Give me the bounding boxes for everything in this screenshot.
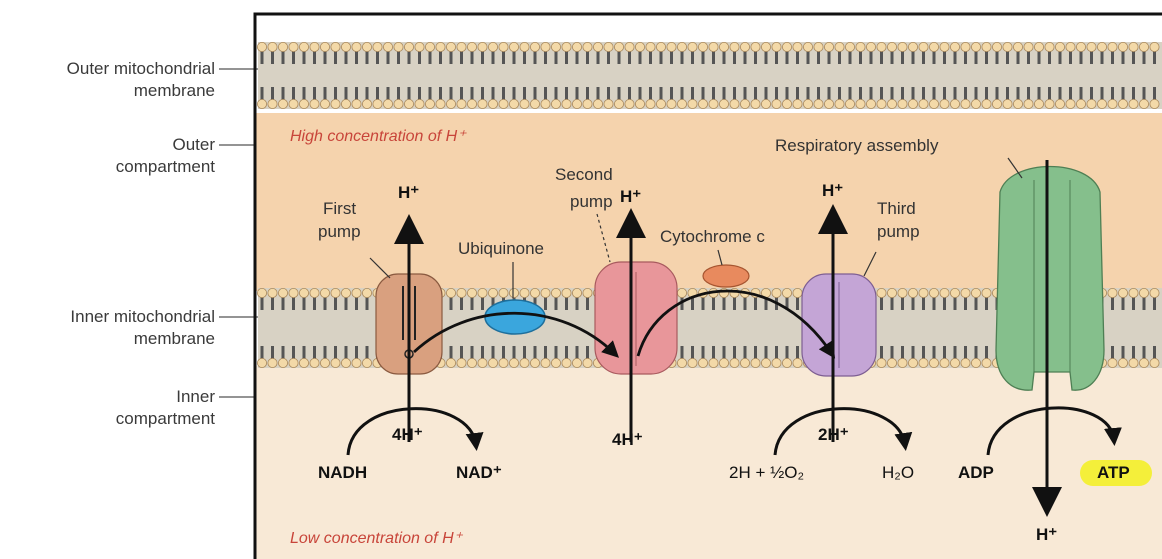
first-pump-h-plus: H⁺ bbox=[398, 183, 419, 202]
second-pump-4h-plus: 4H⁺ bbox=[612, 430, 643, 449]
water-label: H₂O bbox=[882, 463, 914, 482]
ubiquinone-shape bbox=[485, 300, 545, 334]
outer-membrane bbox=[257, 42, 1162, 109]
second-pump bbox=[595, 262, 677, 374]
third-pump-2h-plus: 2H⁺ bbox=[818, 425, 849, 444]
second-pump-h-plus: H⁺ bbox=[620, 187, 641, 206]
high-concentration-label: High concentration of H⁺ bbox=[290, 128, 467, 145]
nad-label: NAD⁺ bbox=[456, 463, 502, 482]
second-pump-label-line2: pump bbox=[570, 192, 613, 211]
atp-label: ATP bbox=[1097, 463, 1130, 482]
first-pump-4h-plus: 4H⁺ bbox=[392, 425, 423, 444]
third-pump-label-line2: pump bbox=[877, 222, 920, 241]
third-pump bbox=[802, 274, 876, 376]
oxygen-reactant-label: 2H + ½O₂ bbox=[729, 463, 804, 482]
respiratory-assembly bbox=[996, 167, 1104, 391]
nadh-label: NADH bbox=[318, 463, 367, 482]
cytochrome-c-shape bbox=[703, 265, 749, 287]
third-pump-label-line1: Third bbox=[877, 199, 916, 218]
second-pump-label-line1: Second bbox=[555, 165, 613, 184]
adp-label: ADP bbox=[958, 463, 994, 482]
ubiquinone-label: Ubiquinone bbox=[458, 239, 544, 258]
first-pump-label-line2: pump bbox=[318, 222, 361, 241]
respiratory-assembly-label: Respiratory assembly bbox=[775, 136, 939, 155]
low-concentration-label: Low concentration of H⁺ bbox=[290, 530, 464, 547]
third-pump-h-plus: H⁺ bbox=[822, 181, 843, 200]
first-pump-label-line1: First bbox=[323, 199, 356, 218]
cytochrome-c-label: Cytochrome c bbox=[660, 227, 765, 246]
atp-synthase-h-plus: H⁺ bbox=[1036, 525, 1057, 544]
